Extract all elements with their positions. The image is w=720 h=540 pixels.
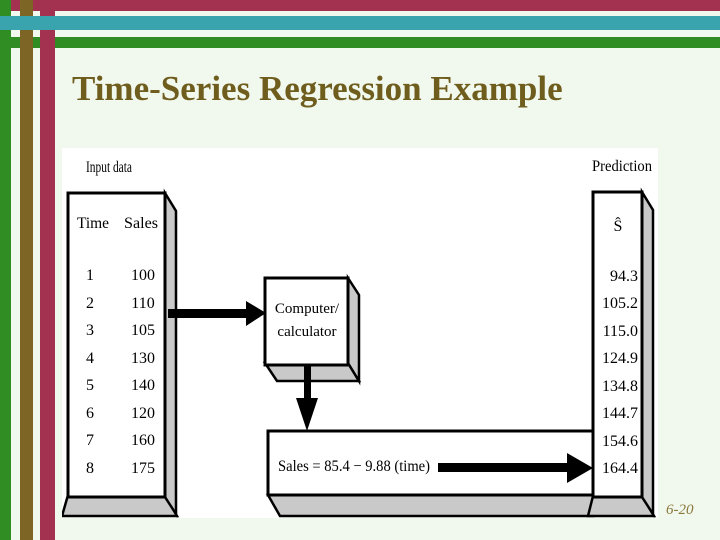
sales-value: 160 <box>131 432 155 449</box>
prediction-table-side-shadow <box>640 187 655 518</box>
slide-title: Time-Series Regression Example <box>72 69 563 108</box>
sales-value: 130 <box>131 350 155 367</box>
prediction-value: 144.7 <box>602 405 638 422</box>
computer-box: Computer/ calculator <box>262 273 362 386</box>
computer-box-side-shadow <box>346 273 361 386</box>
prediction-value: 94.3 <box>610 268 638 285</box>
input-table-side-shadow <box>163 188 178 518</box>
prediction-table: Ŝ 94.3 105.2 115.0 124.9 134.8 144.7 154… <box>586 187 657 518</box>
prediction-value: 124.9 <box>602 350 638 367</box>
sales-value: 140 <box>131 377 155 394</box>
left-stripe-green <box>0 0 11 540</box>
time-value: 6 <box>86 405 94 422</box>
computer-box-label-line1: Computer/ <box>275 301 340 317</box>
sales-value: 100 <box>131 267 155 284</box>
input-table-header-time: Time <box>77 215 109 232</box>
computer-box-face <box>263 276 350 367</box>
time-value: 5 <box>86 377 94 394</box>
sales-value: 120 <box>131 405 155 422</box>
arrow-computer-to-formula-icon <box>296 365 318 431</box>
formula-box-base-shadow <box>265 493 595 518</box>
time-value: 7 <box>86 432 94 449</box>
diagram-panel: Input data Prediction Time Sales 1 2 3 4… <box>62 148 658 518</box>
prediction-value: 105.2 <box>602 295 638 312</box>
time-value: 8 <box>86 460 94 477</box>
time-value: 1 <box>86 267 94 284</box>
prediction-label: Prediction <box>592 158 652 175</box>
top-stripe-teal <box>0 16 720 30</box>
prediction-table-header: Ŝ <box>614 216 623 235</box>
prediction-value: 164.4 <box>602 460 638 477</box>
top-stripe-green <box>0 37 720 48</box>
prediction-value: 154.6 <box>602 433 638 450</box>
input-table-face <box>66 191 167 499</box>
computer-box-label-line2: calculator <box>277 324 336 340</box>
top-stripe-maroon <box>0 0 720 11</box>
sales-value: 175 <box>131 460 155 477</box>
page-number: 6-20 <box>666 502 694 518</box>
prediction-table-face <box>591 190 644 499</box>
time-value: 2 <box>86 295 94 312</box>
input-table-header-sales: Sales <box>124 215 158 232</box>
time-series-diagram: Input data Prediction Time Sales 1 2 3 4… <box>62 158 657 518</box>
sales-value: 110 <box>131 295 154 312</box>
time-value: 3 <box>86 322 94 339</box>
time-value: 4 <box>86 350 94 367</box>
prediction-value: 134.8 <box>602 378 638 395</box>
sales-value: 105 <box>131 322 155 339</box>
regression-formula: Sales = 85.4 − 9.88 (time) <box>278 458 430 475</box>
prediction-value: 115.0 <box>603 323 638 340</box>
formula-box: Sales = 85.4 − 9.88 (time) <box>265 429 595 518</box>
left-stripe-maroon <box>40 0 55 540</box>
input-data-label: Input data <box>86 159 132 176</box>
arrow-input-to-computer-icon <box>168 301 266 326</box>
arrow-formula-to-prediction-icon <box>438 453 593 483</box>
input-data-table: Time Sales 1 2 3 4 5 6 7 8 100 110 105 1… <box>62 188 180 518</box>
left-stripe-brown <box>20 0 33 540</box>
